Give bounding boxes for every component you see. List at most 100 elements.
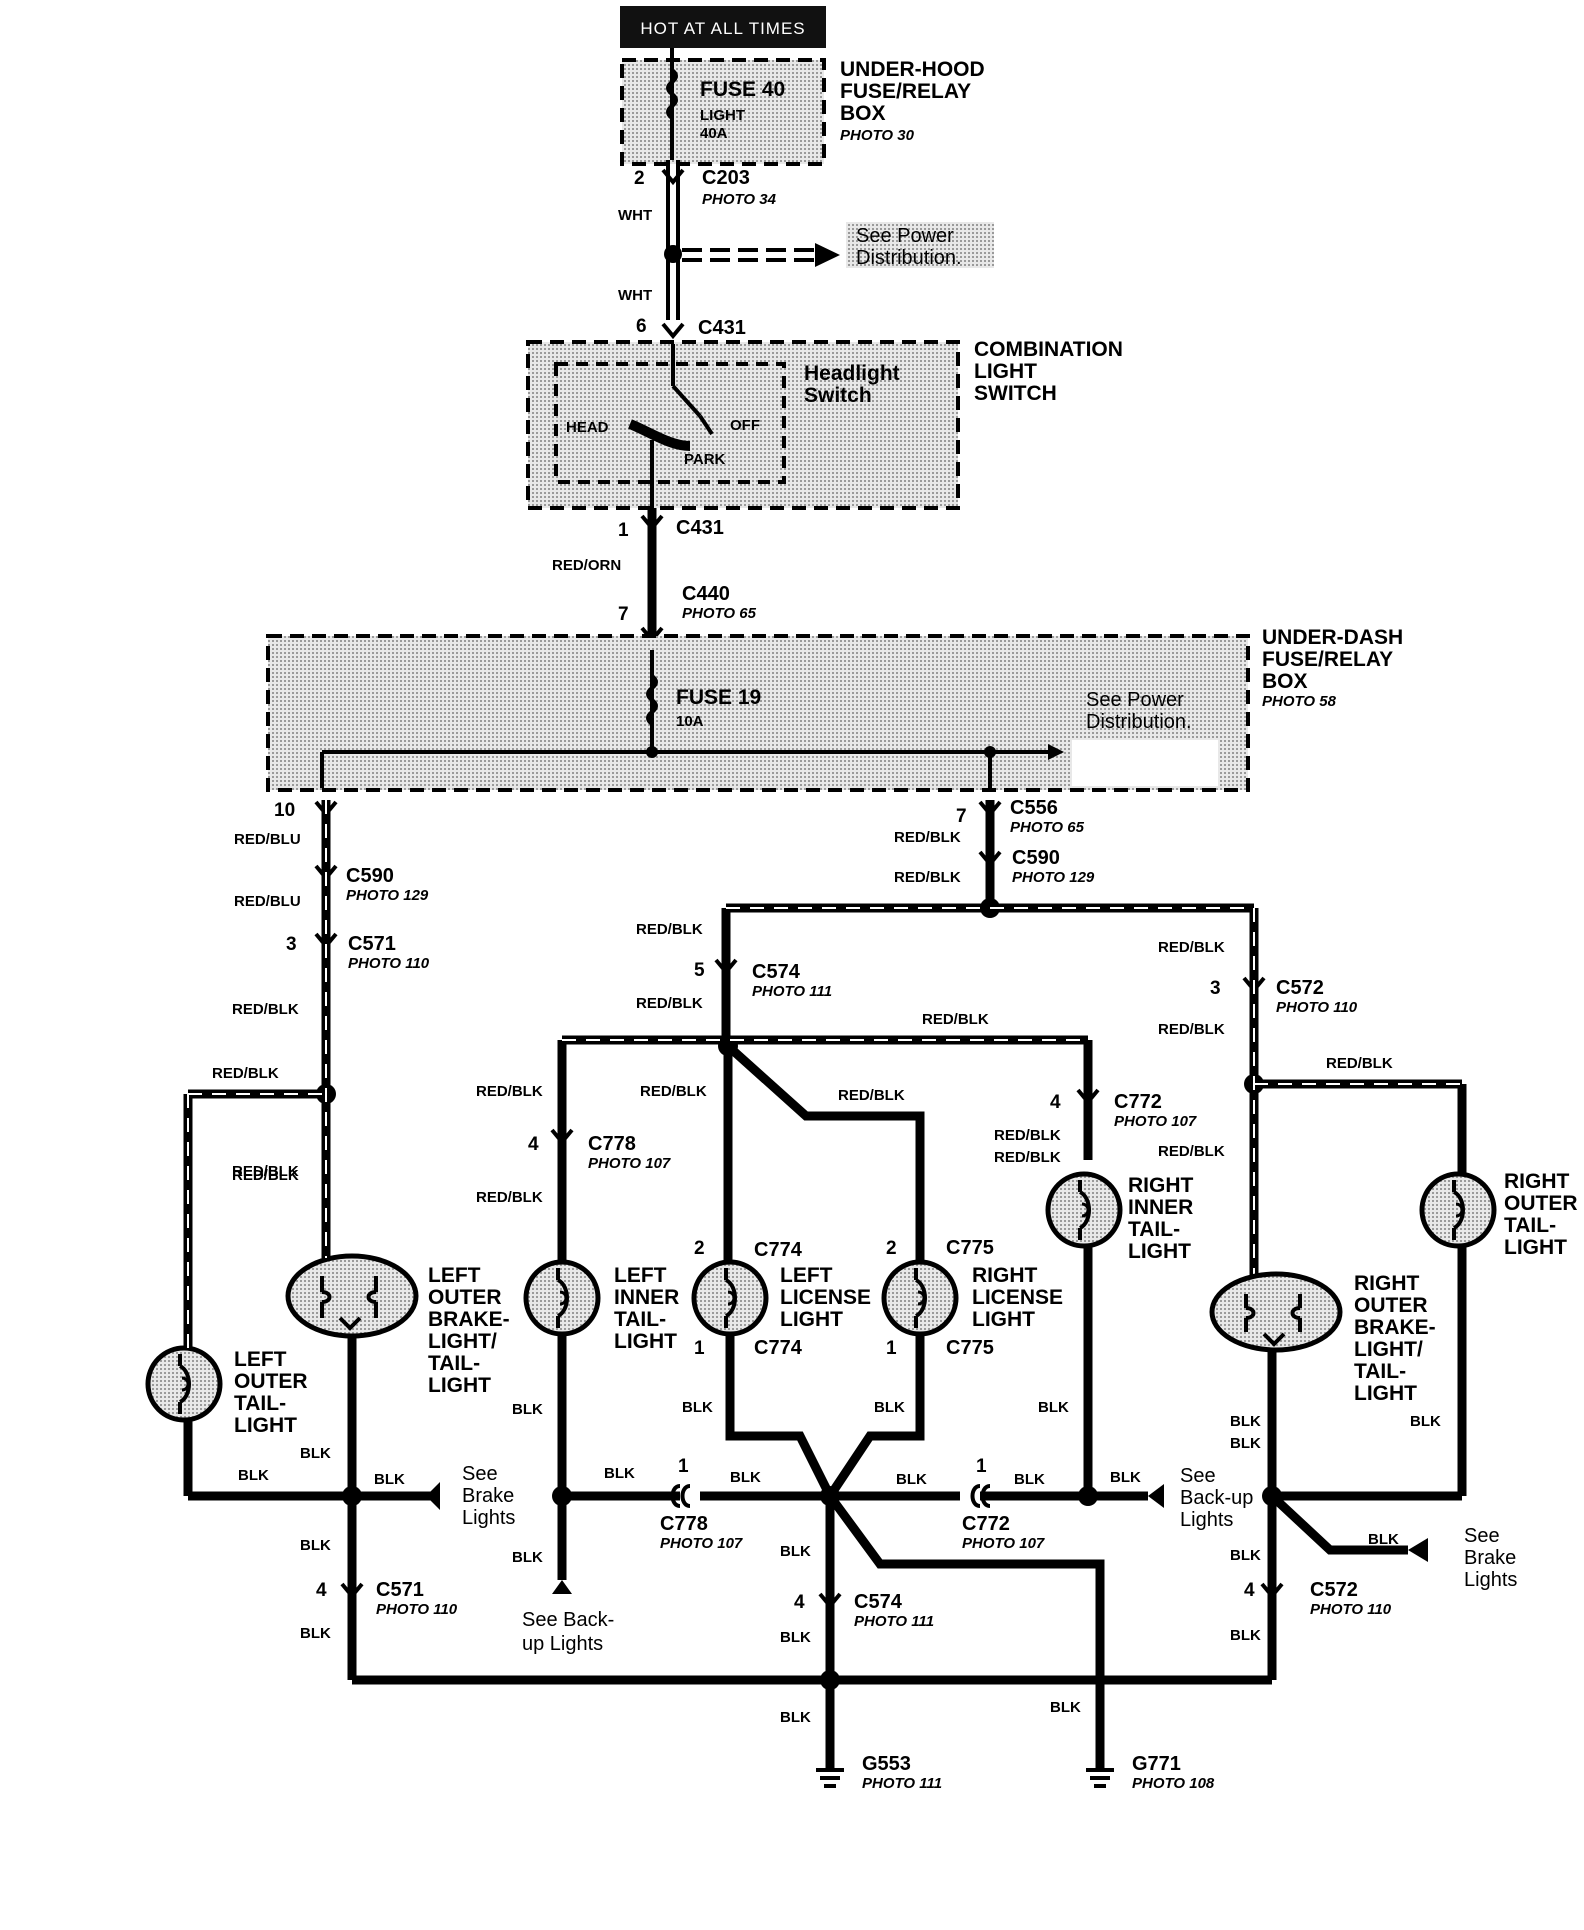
c571-top: C571 xyxy=(348,933,396,955)
c778-bot: C778 xyxy=(660,1513,708,1535)
left-outer-tail-light-bulb xyxy=(145,1345,223,1423)
see-brake-r3: Lights xyxy=(1464,1569,1517,1591)
see-brake-l2: Brake xyxy=(462,1485,514,1507)
c572-bot-photo: PHOTO 110 xyxy=(1310,1601,1392,1618)
redblk-f: RED/BLK xyxy=(636,921,703,938)
lob-2: OUTER xyxy=(428,1286,502,1309)
fuse40-rating: 40A xyxy=(700,125,728,142)
fuse40-name: FUSE 40 xyxy=(700,78,785,101)
blk-w: BLK xyxy=(780,1709,811,1726)
rit-4: LIGHT xyxy=(1128,1240,1191,1263)
lob-5: TAIL- xyxy=(428,1352,480,1375)
blk-a: BLK xyxy=(300,1445,331,1462)
c590-right-photo: PHOTO 129 xyxy=(1012,869,1095,886)
right-outer-tail-light-bulb xyxy=(1419,1171,1497,1249)
redblk-m: RED/BLK xyxy=(1158,1021,1225,1038)
lit-1: LEFT xyxy=(614,1264,667,1287)
c772-bot: C772 xyxy=(962,1513,1010,1535)
c574-top: C574 xyxy=(752,961,801,983)
see-brake-r2: Brake xyxy=(1464,1547,1516,1569)
lob-1: LEFT xyxy=(428,1264,481,1287)
right-inner-tail-light-bulb xyxy=(1045,1171,1123,1249)
see-backup-r1: See xyxy=(1180,1465,1216,1487)
headlight-switch-1: Headlight xyxy=(804,362,900,385)
pin-4-c772: 4 xyxy=(1050,1092,1061,1113)
see-power-dist-blank xyxy=(1072,740,1218,786)
under-hood-label-3: BOX xyxy=(840,102,886,125)
left-inner-tail-light-bulb xyxy=(523,1259,601,1337)
redblk-l: RED/BLK xyxy=(838,1087,905,1104)
rot-2: OUTER xyxy=(1504,1192,1578,1215)
c778-bot-photo: PHOTO 107 xyxy=(660,1535,743,1552)
pin-5-c574: 5 xyxy=(694,960,705,981)
redblk-n: RED/BLK xyxy=(1326,1055,1393,1072)
rob-4: LIGHT/ xyxy=(1354,1338,1423,1361)
blk-h: BLK xyxy=(874,1399,905,1416)
see-brake-l3: Lights xyxy=(462,1507,515,1529)
redblk-k: RED/BLK xyxy=(640,1083,707,1100)
lot-3: TAIL- xyxy=(234,1392,286,1415)
under-dash-label-1: UNDER-DASH xyxy=(1262,626,1403,649)
c772-top-photo: PHOTO 107 xyxy=(1114,1113,1197,1130)
under-hood-label-2: FUSE/RELAY xyxy=(840,80,971,103)
pin-6: 6 xyxy=(636,316,647,337)
combo-label-1: COMBINATION xyxy=(974,338,1123,361)
blk-p: BLK xyxy=(512,1549,543,1566)
c772-top: C772 xyxy=(1114,1091,1162,1113)
wire-color-wht-1: WHT xyxy=(618,207,652,224)
arrow-power-dist-2 xyxy=(1048,744,1064,760)
red-wire-tracers xyxy=(187,800,1462,1348)
switch-park: PARK xyxy=(684,451,726,468)
c590-left-photo: PHOTO 129 xyxy=(346,887,429,904)
blk-n: BLK xyxy=(1410,1413,1441,1430)
blk-j: BLK xyxy=(1014,1471,1045,1488)
c572-bot: C572 xyxy=(1310,1579,1358,1601)
c440-photo: PHOTO 65 xyxy=(682,605,757,622)
c772-bot-photo: PHOTO 107 xyxy=(962,1535,1045,1552)
pin-7-c440: 7 xyxy=(618,604,629,625)
blk-v: BLK xyxy=(1230,1627,1261,1644)
ll-3: LIGHT xyxy=(780,1308,843,1331)
redblk-s: RED/BLK xyxy=(994,1149,1061,1166)
see-power-2a: See Power xyxy=(1086,689,1184,711)
see-brake-l1: See xyxy=(462,1463,498,1485)
wire-color-wht-2: WHT xyxy=(618,287,652,304)
see-power-1a: See Power xyxy=(856,225,954,247)
combo-label-2: LIGHT xyxy=(974,360,1037,383)
pin-3-c572: 3 xyxy=(1210,978,1221,999)
rob-6: LIGHT xyxy=(1354,1382,1417,1405)
see-backup-b1: See Back- xyxy=(522,1609,614,1631)
rl-2: LICENSE xyxy=(972,1286,1063,1309)
redblk-o: RED/BLK xyxy=(476,1189,543,1206)
fuse40-symbol xyxy=(666,68,678,120)
redblk-g: RED/BLK xyxy=(1158,939,1225,956)
rl-3: LIGHT xyxy=(972,1308,1035,1331)
blk-g: BLK xyxy=(730,1469,761,1486)
rob-2: OUTER xyxy=(1354,1294,1428,1317)
g553-photo: PHOTO 111 xyxy=(862,1775,942,1792)
pin-2-c775: 2 xyxy=(886,1238,897,1259)
c440-label: C440 xyxy=(682,583,730,605)
redblk-d: RED/BLK xyxy=(894,829,961,846)
pin-2-c203: 2 xyxy=(634,168,645,189)
ll-1: LEFT xyxy=(780,1264,833,1287)
pin-4-c778: 4 xyxy=(528,1134,539,1155)
blk-b: BLK xyxy=(238,1467,269,1484)
c574-top-photo: PHOTO 111 xyxy=(752,983,832,1000)
c431-bot-label: C431 xyxy=(676,517,724,539)
fuse19-symbol xyxy=(646,674,658,726)
c574-bot-photo: PHOTO 111 xyxy=(854,1613,934,1630)
ground-g771-icon xyxy=(1086,1768,1114,1788)
redblk-r: RED/BLK xyxy=(232,1163,299,1180)
blk-s: BLK xyxy=(1368,1531,1399,1548)
c203-photo: PHOTO 34 xyxy=(702,191,777,208)
rob-5: TAIL- xyxy=(1354,1360,1406,1383)
pin-1-c772: 1 xyxy=(976,1456,987,1477)
switch-off: OFF xyxy=(730,417,760,434)
lob-3: BRAKE- xyxy=(428,1308,510,1331)
c775-bot: C775 xyxy=(946,1337,994,1359)
c590-left: C590 xyxy=(346,865,394,887)
lot-1: LEFT xyxy=(234,1348,287,1371)
redblk-j: RED/BLK xyxy=(476,1083,543,1100)
